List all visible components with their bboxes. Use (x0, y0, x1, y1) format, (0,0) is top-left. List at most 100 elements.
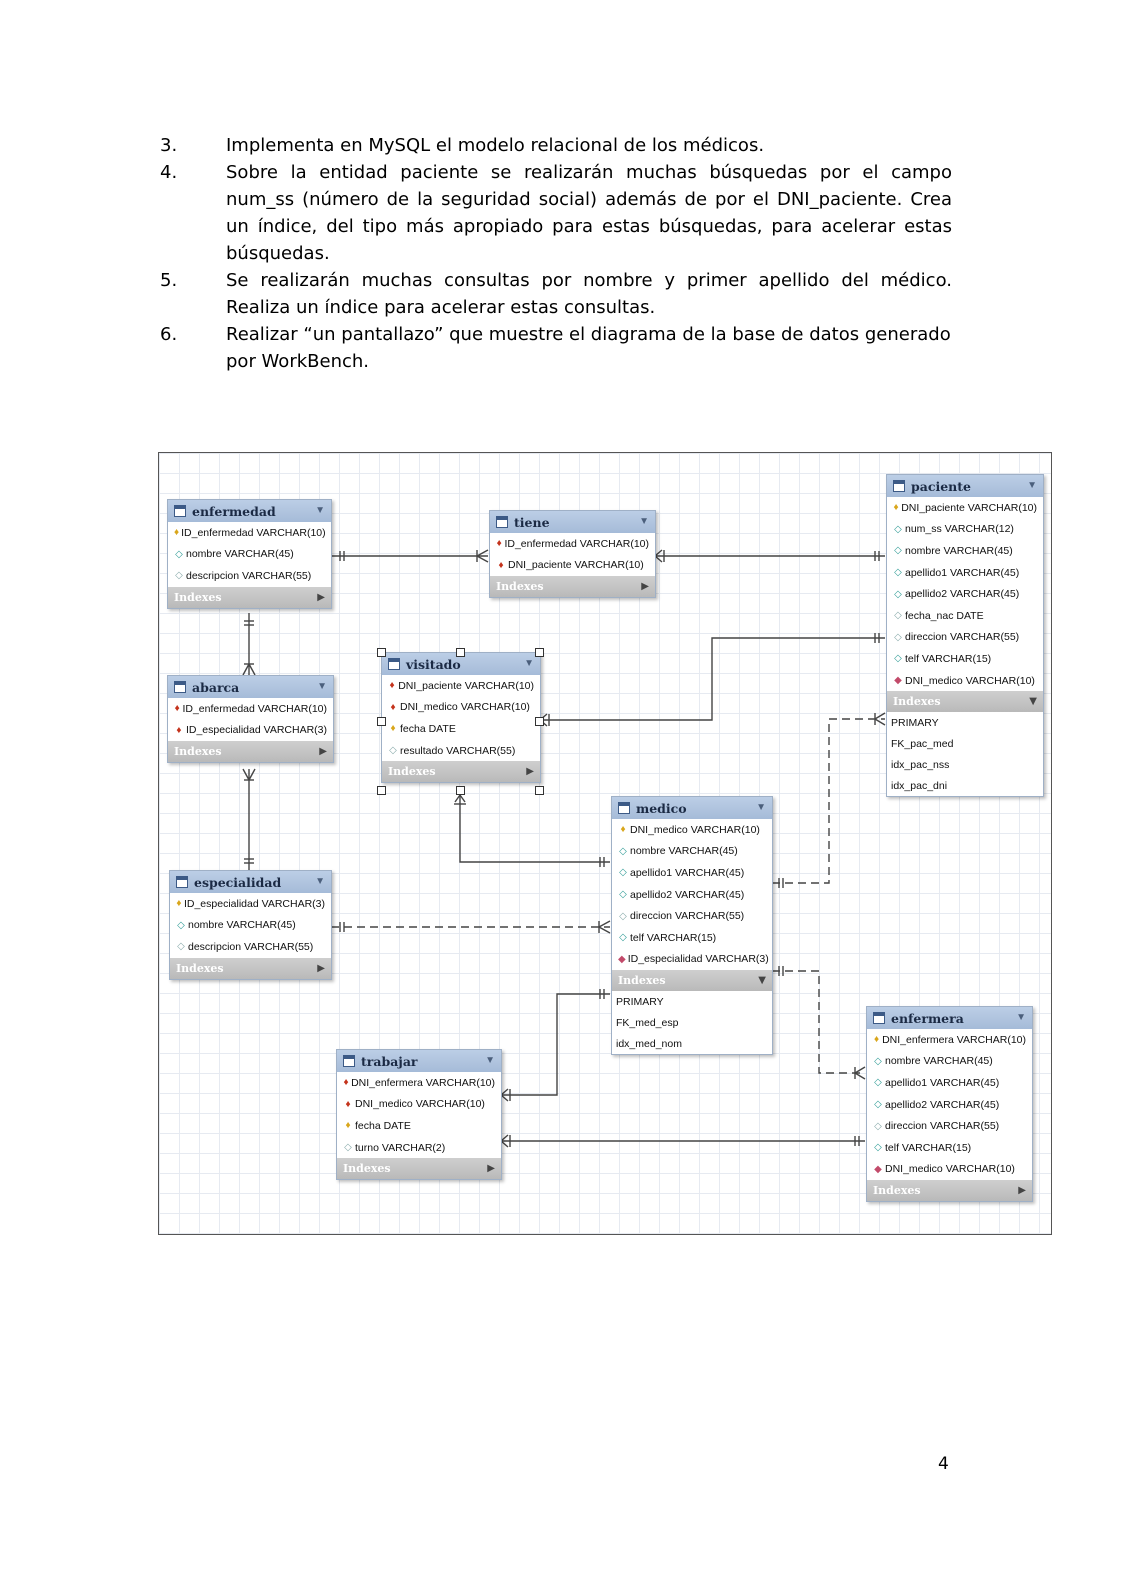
column-label: direccion VARCHAR(55) (630, 910, 745, 923)
list-item: 3.Implementa en MySQL el modelo relacion… (160, 132, 952, 159)
resize-handle[interactable] (456, 648, 465, 657)
nullable-column-icon: ◇ (874, 1120, 882, 1132)
indexes-section[interactable]: Indexes ▼ (612, 970, 772, 992)
indexes-section[interactable]: Indexes ▶ (170, 957, 331, 979)
table-enfermera[interactable]: enfermera▼ ♦DNI_enfermera VARCHAR(10) ◇n… (866, 1006, 1033, 1203)
column-label: apellido1 VARCHAR(45) (630, 866, 745, 879)
expand-arrow-icon[interactable]: ▶ (526, 766, 534, 778)
table-tiene[interactable]: tiene▼ ♦ID_enfermedad VARCHAR(10) ♦DNI_p… (489, 510, 656, 599)
table-name: enfermera (891, 1010, 964, 1026)
expand-arrow-icon[interactable]: ▶ (317, 591, 325, 603)
resize-handle[interactable] (535, 648, 544, 657)
list-item: 4.Sobre la entidad paciente se realizará… (160, 159, 952, 267)
indexes-section[interactable]: Indexes▶ (867, 1180, 1032, 1202)
column-row: ♦ID_enfermedad VARCHAR(10) (168, 698, 333, 720)
table-visitado[interactable]: visitado▼ ♦DNI_paciente VARCHAR(10) ♦DNI… (381, 652, 541, 784)
column-label: DNI_paciente VARCHAR(10) (508, 559, 644, 572)
table-header[interactable]: enfermedad▼ (168, 500, 331, 522)
collapse-arrow-icon[interactable]: ▼ (315, 876, 325, 887)
column-row: ◇telf VARCHAR(15) (887, 648, 1043, 670)
resize-handle[interactable] (377, 717, 386, 726)
table-abarca[interactable]: abarca▼ ♦ID_enfermedad VARCHAR(10) ♦ID_e… (167, 675, 334, 764)
indexes-section[interactable]: Indexes ▶ (382, 761, 540, 783)
column-label: num_ss VARCHAR(12) (905, 523, 1014, 536)
column-row: ♦DNI_enfermera VARCHAR(10) (867, 1029, 1032, 1051)
column-row: ♦DNI_medico VARCHAR(10) (337, 1094, 501, 1116)
table-header[interactable]: visitado▼ (382, 653, 540, 675)
indexes-label: Indexes (618, 974, 666, 988)
table-paciente[interactable]: paciente▼ ♦DNI_paciente VARCHAR(10) ◇num… (886, 474, 1044, 798)
indexes-section[interactable]: Indexes▶ (168, 586, 331, 608)
table-especialidad[interactable]: especialidad▼ ♦ID_especialidad VARCHAR(3… (169, 870, 332, 980)
column-label: DNI_enfermera VARCHAR(10) (351, 1076, 495, 1089)
indexes-label: Indexes (388, 765, 436, 779)
expand-arrow-icon[interactable]: ▶ (641, 581, 649, 593)
not-null-column-icon: ◇ (619, 889, 627, 901)
expand-arrow-icon[interactable]: ▶ (317, 962, 325, 974)
column-row: ◇apellido1 VARCHAR(45) (867, 1072, 1032, 1094)
resize-handle[interactable] (535, 717, 544, 726)
column-row: ♦ID_especialidad VARCHAR(3) (168, 720, 333, 742)
collapse-arrow-icon[interactable]: ▼ (315, 505, 325, 516)
expand-arrow-icon[interactable]: ▶ (1018, 1185, 1026, 1197)
table-medico[interactable]: medico▼ ♦DNI_medico VARCHAR(10) ◇nombre … (611, 796, 773, 1056)
column-label: apellido2 VARCHAR(45) (885, 1098, 1000, 1111)
column-label: DNI_paciente VARCHAR(10) (901, 501, 1037, 514)
table-header[interactable]: tiene▼ (490, 511, 655, 533)
nullable-column-icon: ◇ (619, 910, 627, 922)
item-text: Realizar “un pantallazo” que muestre el … (226, 324, 951, 372)
column-label: ID_especialidad VARCHAR(3) (183, 897, 325, 910)
indexes-section[interactable]: Indexes▶ (168, 741, 333, 763)
table-name: trabajar (361, 1053, 418, 1069)
resize-handle[interactable] (535, 786, 544, 795)
indexes-label: Indexes (176, 961, 224, 975)
primary-key-icon: ♦ (873, 1034, 880, 1046)
collapse-arrow-icon[interactable]: ▼ (756, 802, 766, 813)
column-label: apellido1 VARCHAR(45) (885, 1076, 1000, 1089)
column-label: apellido2 VARCHAR(45) (630, 888, 745, 901)
collapse-arrow-icon[interactable]: ▼ (1027, 480, 1037, 491)
table-trabajar[interactable]: trabajar▼ ♦DNI_enfermera VARCHAR(10) ♦DN… (336, 1049, 502, 1181)
column-label: nombre VARCHAR(45) (905, 544, 1013, 557)
column-row: ◇num_ss VARCHAR(12) (887, 519, 1043, 541)
collapse-arrow-icon[interactable]: ▼ (1029, 696, 1037, 708)
column-label: direccion VARCHAR(55) (905, 631, 1020, 644)
resize-handle[interactable] (377, 786, 386, 795)
indexes-section[interactable]: Indexes▼ (887, 691, 1043, 713)
column-label: fecha DATE (400, 722, 456, 735)
collapse-arrow-icon[interactable]: ▼ (1016, 1012, 1026, 1023)
expand-arrow-icon[interactable]: ▶ (319, 746, 327, 758)
foreign-key-icon: ♦ (390, 701, 396, 713)
column-row: ◇apellido2 VARCHAR(45) (867, 1094, 1032, 1116)
expand-arrow-icon[interactable]: ▶ (487, 1163, 495, 1175)
not-null-column-icon: ◇ (894, 567, 902, 579)
column-label: turno VARCHAR(2) (355, 1141, 446, 1154)
table-header[interactable]: medico▼ (612, 797, 772, 819)
column-row: ♦DNI_medico VARCHAR(10) (382, 697, 540, 719)
table-header[interactable]: paciente▼ (887, 475, 1043, 497)
collapse-arrow-icon[interactable]: ▼ (524, 658, 534, 669)
column-label: ID_especialidad VARCHAR(3) (627, 953, 769, 966)
resize-handle[interactable] (377, 648, 386, 657)
table-header[interactable]: enfermera ▼ (867, 1007, 1032, 1029)
foreign-key-icon: ♦ (496, 538, 502, 550)
resize-handle[interactable] (456, 786, 465, 795)
column-row: ♦DNI_paciente VARCHAR(10) (382, 675, 540, 697)
table-header[interactable]: abarca▼ (168, 676, 333, 698)
item-number: 6. (160, 324, 178, 345)
nullable-column-icon: ◇ (344, 1142, 352, 1154)
table-header[interactable]: trabajar ▼ (337, 1050, 501, 1072)
column-label: DNI_medico VARCHAR(10) (630, 823, 760, 836)
indexes-section[interactable]: Indexes▶ (337, 1158, 501, 1180)
not-null-column-icon: ◇ (894, 588, 902, 600)
index-item: idx_pac_nss (891, 758, 950, 771)
table-header[interactable]: especialidad▼ (170, 871, 331, 893)
collapse-arrow-icon[interactable]: ▼ (485, 1055, 495, 1066)
column-label: nombre VARCHAR(45) (188, 919, 296, 932)
collapse-arrow-icon[interactable]: ▼ (639, 516, 649, 527)
table-enfermedad[interactable]: enfermedad▼ ♦ID_enfermedad VARCHAR(10) ◇… (167, 499, 332, 609)
relationship-lines (242, 549, 886, 1148)
collapse-arrow-icon[interactable]: ▼ (317, 681, 327, 692)
indexes-section[interactable]: Indexes▶ (490, 576, 655, 598)
collapse-arrow-icon[interactable]: ▼ (758, 975, 766, 987)
